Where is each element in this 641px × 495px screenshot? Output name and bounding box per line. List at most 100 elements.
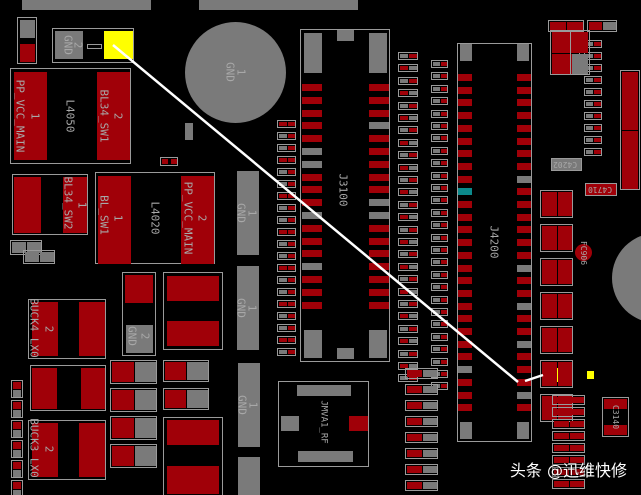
connector-j4200[interactable] [457,43,532,442]
connector-pin[interactable] [517,277,531,285]
smd-component[interactable] [398,163,418,172]
smd-component[interactable] [11,420,23,438]
connector-pin[interactable] [458,137,472,145]
connector-pin[interactable] [458,328,472,335]
smd-component[interactable] [405,432,438,443]
pad[interactable] [125,275,153,303]
smd-component[interactable] [11,480,23,495]
smd-component[interactable] [431,270,448,279]
smd-component[interactable] [277,228,296,236]
smd-component[interactable] [110,360,157,384]
connector-pin[interactable] [458,226,472,234]
smd-component[interactable] [431,196,448,205]
smd-component[interactable] [552,419,585,429]
pad[interactable] [14,177,41,233]
connector-pad[interactable] [304,330,322,358]
pad[interactable] [181,176,214,264]
smd-component[interactable] [277,348,296,356]
smd-component[interactable] [552,467,585,477]
connector-pin[interactable] [302,109,322,117]
smd-component[interactable] [398,349,418,358]
smd-component[interactable] [398,114,418,122]
smd-component[interactable] [548,20,584,32]
connector-pin[interactable] [458,239,472,247]
connector-pin[interactable] [458,391,472,399]
connector-pin[interactable] [517,86,531,94]
connector-pin[interactable] [458,277,472,285]
smd-component[interactable] [277,336,296,344]
pad[interactable] [63,177,87,233]
smd-component[interactable] [277,300,296,308]
smd-component[interactable] [277,312,296,320]
smd-component[interactable] [277,180,296,188]
connector-pin[interactable] [302,250,322,258]
smd-component[interactable] [398,337,418,346]
connector-pin[interactable] [369,199,389,207]
connector-pin[interactable] [302,301,322,309]
smd-component[interactable] [277,168,296,176]
connector-pin[interactable] [302,173,322,181]
connector-pin[interactable] [458,99,472,107]
connector-pin[interactable] [458,213,472,221]
smd-component[interactable] [431,295,448,304]
smd-component[interactable] [277,252,296,260]
connector-pin[interactable] [458,264,472,272]
connector-pin[interactable] [517,175,531,183]
pad[interactable] [79,302,105,356]
smd-component[interactable] [540,292,573,320]
capacitor-c4202[interactable] [551,158,582,171]
smd-component[interactable] [584,112,602,120]
connector-pin[interactable] [369,148,389,155]
smd-component[interactable] [398,362,418,370]
fiducial-fc906[interactable] [575,244,592,261]
smd-component[interactable] [398,250,418,259]
smd-component[interactable] [431,208,448,217]
smd-component[interactable] [398,324,418,333]
smd-component[interactable] [570,30,590,75]
smd-component[interactable] [398,89,418,98]
connector-pin[interactable] [302,212,322,219]
connector-pin[interactable] [517,201,531,208]
connector-pin[interactable] [302,148,322,155]
connector-pad[interactable] [369,330,387,358]
component[interactable] [163,417,223,495]
connector-pin[interactable] [458,150,472,158]
connector-pin[interactable] [458,251,472,259]
smd-component[interactable] [431,283,448,292]
connector-pin[interactable] [458,124,472,132]
connector-pin[interactable] [302,237,322,245]
smd-component[interactable] [431,84,448,93]
connector-pin[interactable] [458,201,472,208]
smd-component[interactable] [23,250,55,264]
component-buck4[interactable] [28,299,106,359]
smd-component[interactable] [620,70,640,190]
selected-pad[interactable] [104,31,133,59]
smd-component[interactable] [398,76,418,85]
smd-component[interactable] [110,444,157,468]
pad[interactable] [167,466,219,494]
smd-component[interactable] [552,479,585,489]
connector-pin[interactable] [369,301,389,309]
inductor-l4050[interactable] [10,68,131,164]
connector-pin[interactable] [369,84,389,91]
smd-component[interactable] [552,407,585,417]
smd-component[interactable] [398,188,418,197]
connector-pin[interactable] [458,162,472,170]
connector-pin[interactable] [369,224,389,232]
connector-pin[interactable] [517,213,531,221]
connector-pin[interactable] [302,84,322,91]
connector-pin[interactable] [517,74,531,81]
smd-component[interactable] [398,101,418,110]
smd-component[interactable] [431,122,448,130]
smd-component[interactable] [398,213,418,222]
small-component[interactable] [17,17,37,64]
connector-pin[interactable] [517,188,531,196]
connector-pad[interactable] [304,33,322,73]
smd-component[interactable] [398,138,418,147]
smd-component[interactable] [11,460,23,478]
connector-pin[interactable] [369,276,389,283]
small-component[interactable] [160,157,178,166]
smd-component[interactable] [398,225,418,234]
connector-pin[interactable] [302,122,322,130]
